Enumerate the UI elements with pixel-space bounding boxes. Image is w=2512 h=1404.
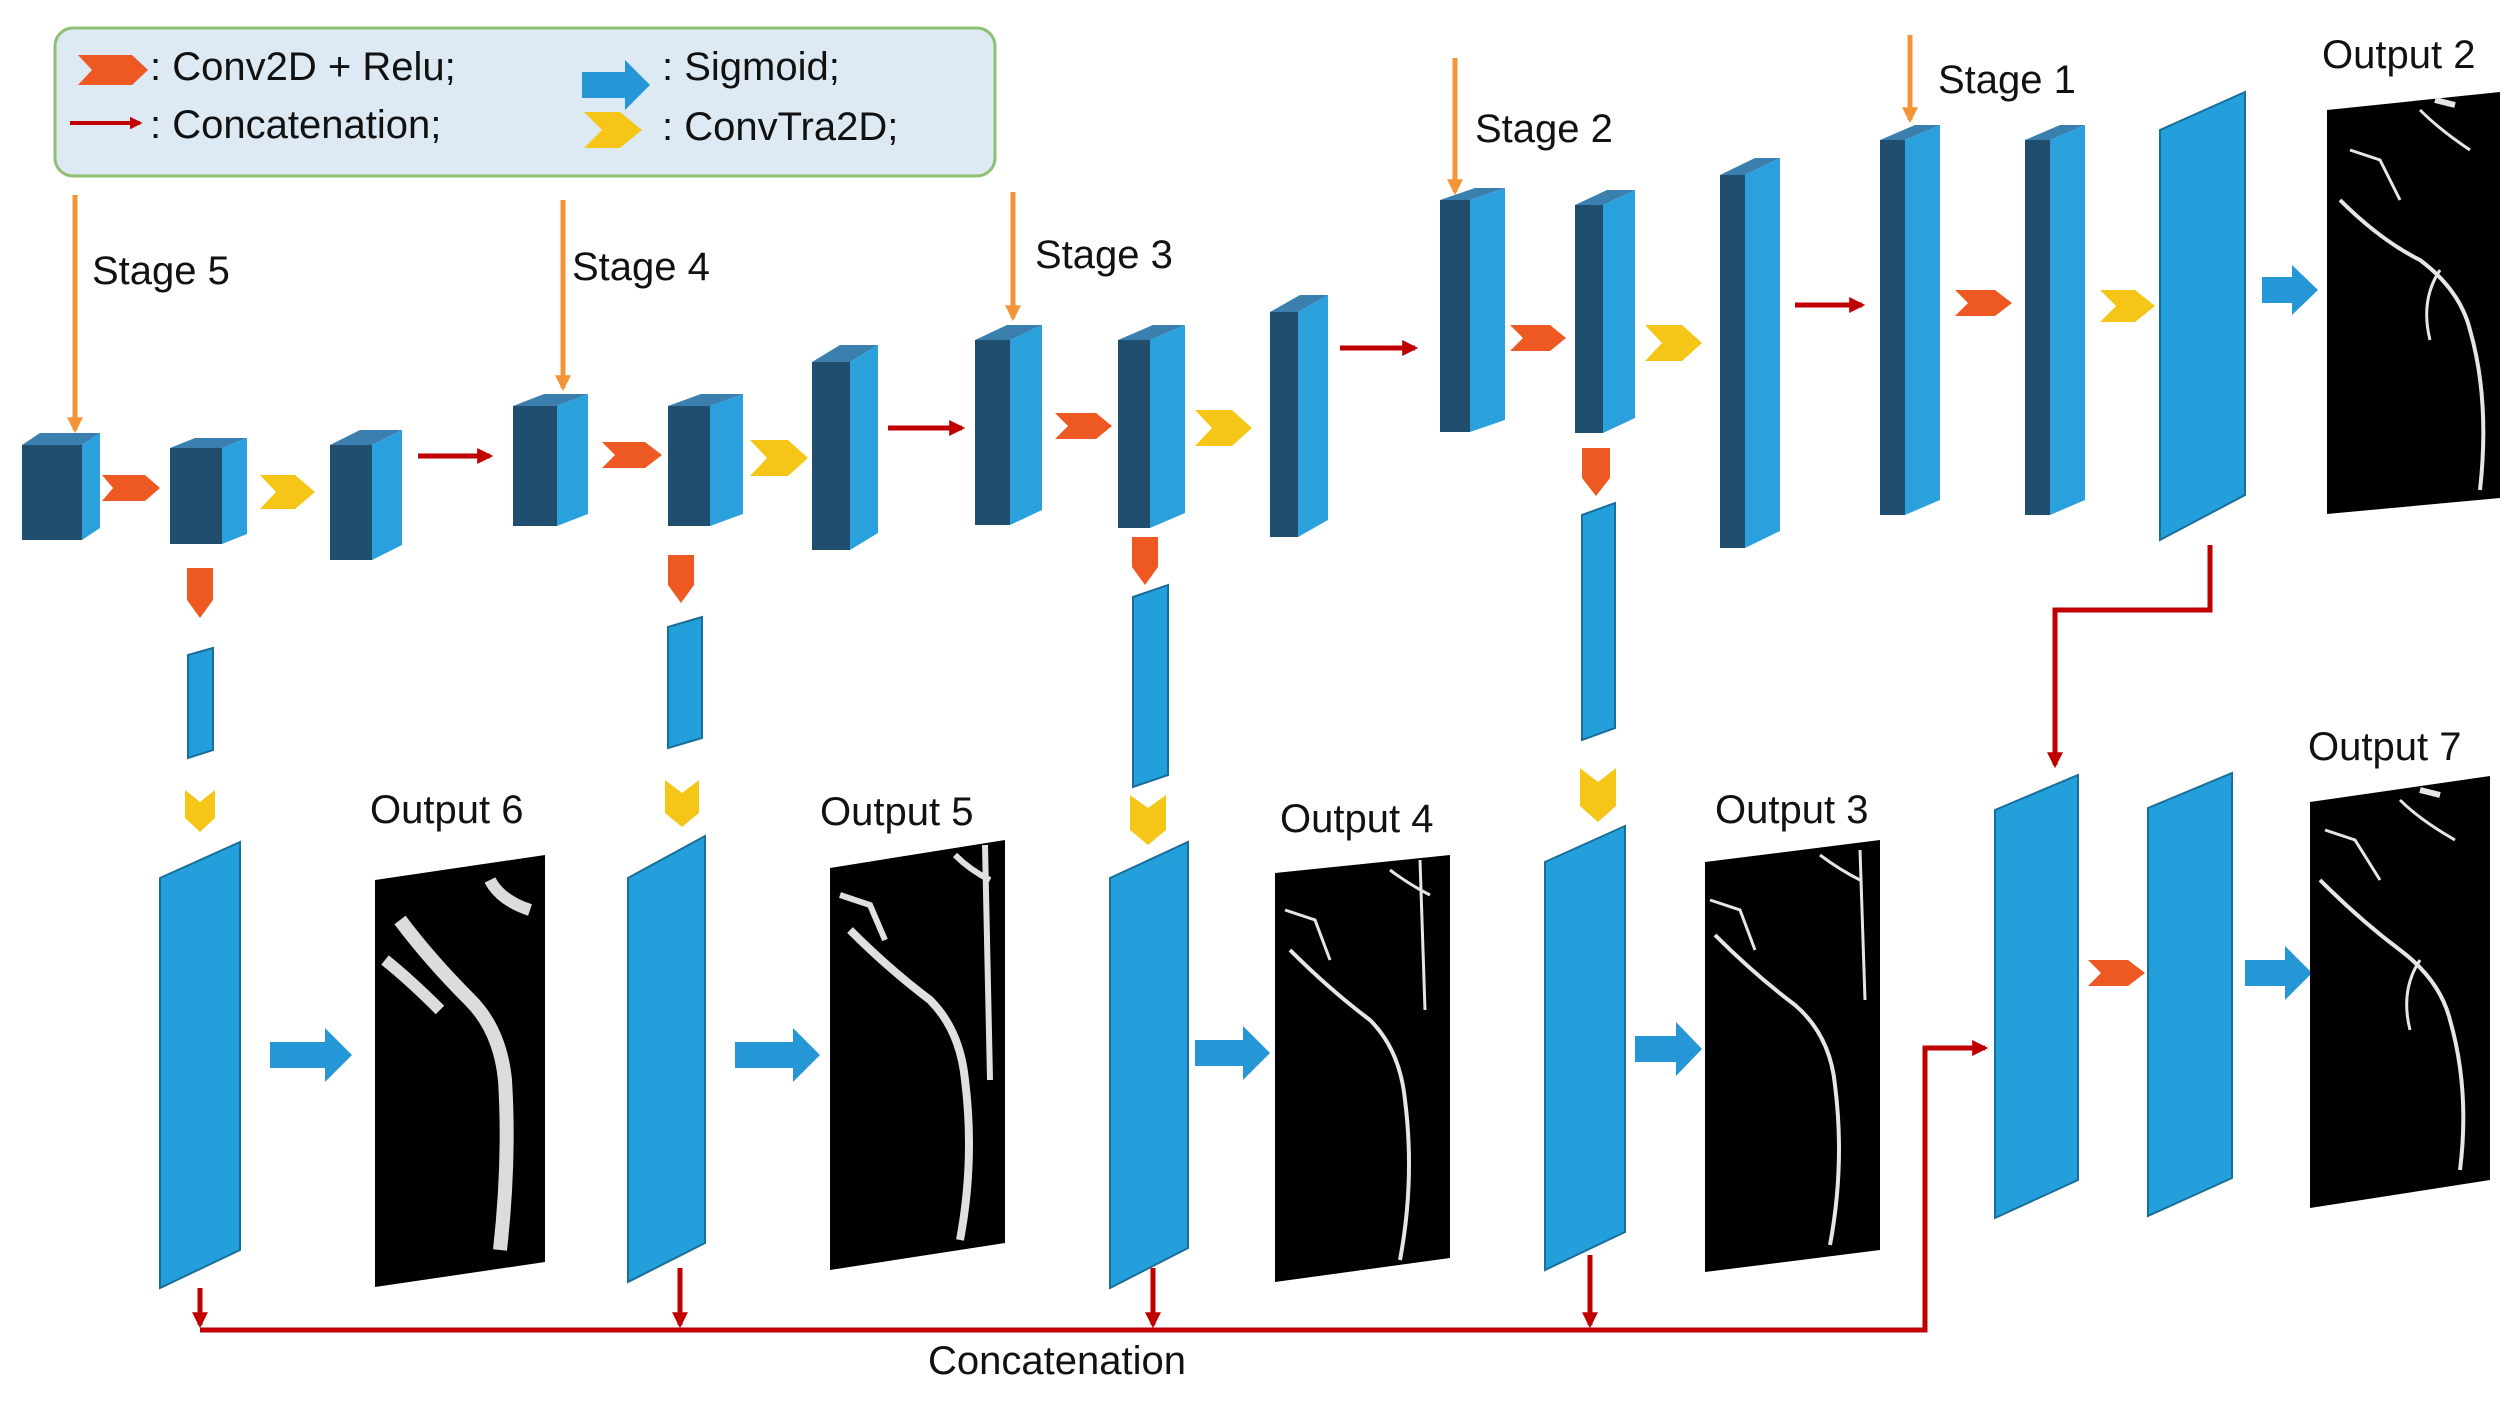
convtra-icon xyxy=(750,440,808,476)
output-7-label: Output 7 xyxy=(2308,725,2461,769)
stage-2-label: Stage 2 xyxy=(1475,107,1613,151)
legend-conv-label: : Conv2D + Relu; xyxy=(150,45,456,89)
concatenation-paths: Concatenation xyxy=(191,545,2213,1383)
fusion-block xyxy=(1994,773,2079,1220)
concatenation-label: Concatenation xyxy=(928,1339,1186,1383)
side-thin-block xyxy=(187,646,214,760)
conv-relu-icon xyxy=(2088,960,2145,986)
stage-1-label: Stage 1 xyxy=(1938,58,2076,102)
legend: : Conv2D + Relu; : Concatenation; : Sigm… xyxy=(53,26,997,178)
encoder-block xyxy=(812,345,878,550)
final-flat-block xyxy=(2159,90,2246,542)
concat-final-path xyxy=(2046,545,2213,769)
convtra-icon xyxy=(1195,410,1252,446)
fusion-block xyxy=(2147,771,2233,1218)
bottom-row-blocks xyxy=(159,771,2233,1290)
output-7-image xyxy=(2310,776,2490,1208)
conv-relu-down-icon xyxy=(668,555,694,603)
side-output-block xyxy=(1544,824,1626,1272)
legend-concat-label: : Concatenation; xyxy=(150,103,441,147)
convtra-icon xyxy=(1645,325,1702,361)
conv-relu-down-icon xyxy=(1582,448,1610,496)
conv-relu-icon xyxy=(102,475,160,501)
sigmoid-arrow xyxy=(1195,1026,1270,1080)
side-thin-block xyxy=(1581,501,1616,742)
output-5-image xyxy=(830,840,1005,1270)
output-4-image xyxy=(1275,855,1450,1282)
conv-relu-icon xyxy=(1510,325,1566,351)
output-6-image xyxy=(375,855,545,1287)
convtra-icon xyxy=(584,112,642,148)
encoder-block xyxy=(1880,125,1940,515)
legend-convtra-label: : ConvTra2D; xyxy=(662,105,898,149)
output-6-label: Output 6 xyxy=(370,788,523,832)
convtra-icon xyxy=(260,475,315,509)
conv-relu-down-icon xyxy=(187,568,213,618)
sigmoid-arrow-icon xyxy=(582,60,650,110)
stage-5-label: Stage 5 xyxy=(92,249,230,293)
conv-relu-icon xyxy=(78,55,148,85)
conv-relu-down-icon xyxy=(1132,537,1158,585)
side-thin-block xyxy=(1132,583,1169,789)
convtra-down-icon xyxy=(1130,795,1166,845)
convtra-down-icon xyxy=(1580,768,1616,822)
side-branches xyxy=(185,448,1616,845)
output-3-label: Output 3 xyxy=(1715,788,1868,832)
encoder-block xyxy=(170,438,247,544)
conv-relu-icon xyxy=(602,442,662,468)
stage-markers: Stage 5 Stage 4 Stage 3 Stage 2 Stage 1 xyxy=(66,35,2076,434)
sigmoid-arrow xyxy=(2245,946,2312,1000)
output-4-label: Output 4 xyxy=(1280,797,1433,841)
sigmoid-arrow xyxy=(735,1028,820,1082)
top-row-operators xyxy=(102,265,2318,509)
encoder-block xyxy=(2025,125,2085,515)
sigmoid-arrow xyxy=(1635,1022,1702,1076)
conv-relu-icon xyxy=(1055,413,1112,439)
encoder-block xyxy=(1118,325,1185,528)
encoder-block xyxy=(668,394,743,526)
concat-bus xyxy=(200,1039,1989,1333)
side-output-block xyxy=(159,840,241,1290)
convtra-icon xyxy=(2100,290,2155,322)
output-2-label: Output 2 xyxy=(2322,33,2475,77)
encoder-block xyxy=(1720,158,1780,548)
top-row-blocks xyxy=(22,90,2246,560)
output-3-image xyxy=(1705,840,1880,1272)
output-2-image xyxy=(2327,92,2500,514)
side-output-block xyxy=(1109,840,1189,1290)
legend-sigmoid-label: : Sigmoid; xyxy=(662,45,840,89)
encoder-block xyxy=(513,394,588,526)
stage-3-label: Stage 3 xyxy=(1035,233,1173,277)
convtra-down-icon xyxy=(665,780,699,827)
side-output-block xyxy=(627,834,706,1284)
encoder-block xyxy=(1440,188,1505,432)
output-images: Output 2 Output 7 Output 6 Output 5 Outp… xyxy=(370,33,2500,1287)
side-thin-block xyxy=(667,615,703,750)
output-5-label: Output 5 xyxy=(820,790,973,834)
encoder-block xyxy=(975,325,1042,525)
stage-4-label: Stage 4 xyxy=(572,245,710,289)
legend-box xyxy=(53,26,997,178)
sigmoid-arrow xyxy=(270,1028,352,1082)
encoder-block xyxy=(1270,295,1328,537)
sigmoid-arrow xyxy=(2262,265,2318,315)
conv-relu-icon xyxy=(1955,290,2012,316)
convtra-down-icon xyxy=(185,790,215,832)
encoder-block xyxy=(22,433,100,540)
encoder-block xyxy=(330,430,402,560)
encoder-block xyxy=(1575,190,1635,433)
bottom-row-operators xyxy=(270,946,2312,1082)
